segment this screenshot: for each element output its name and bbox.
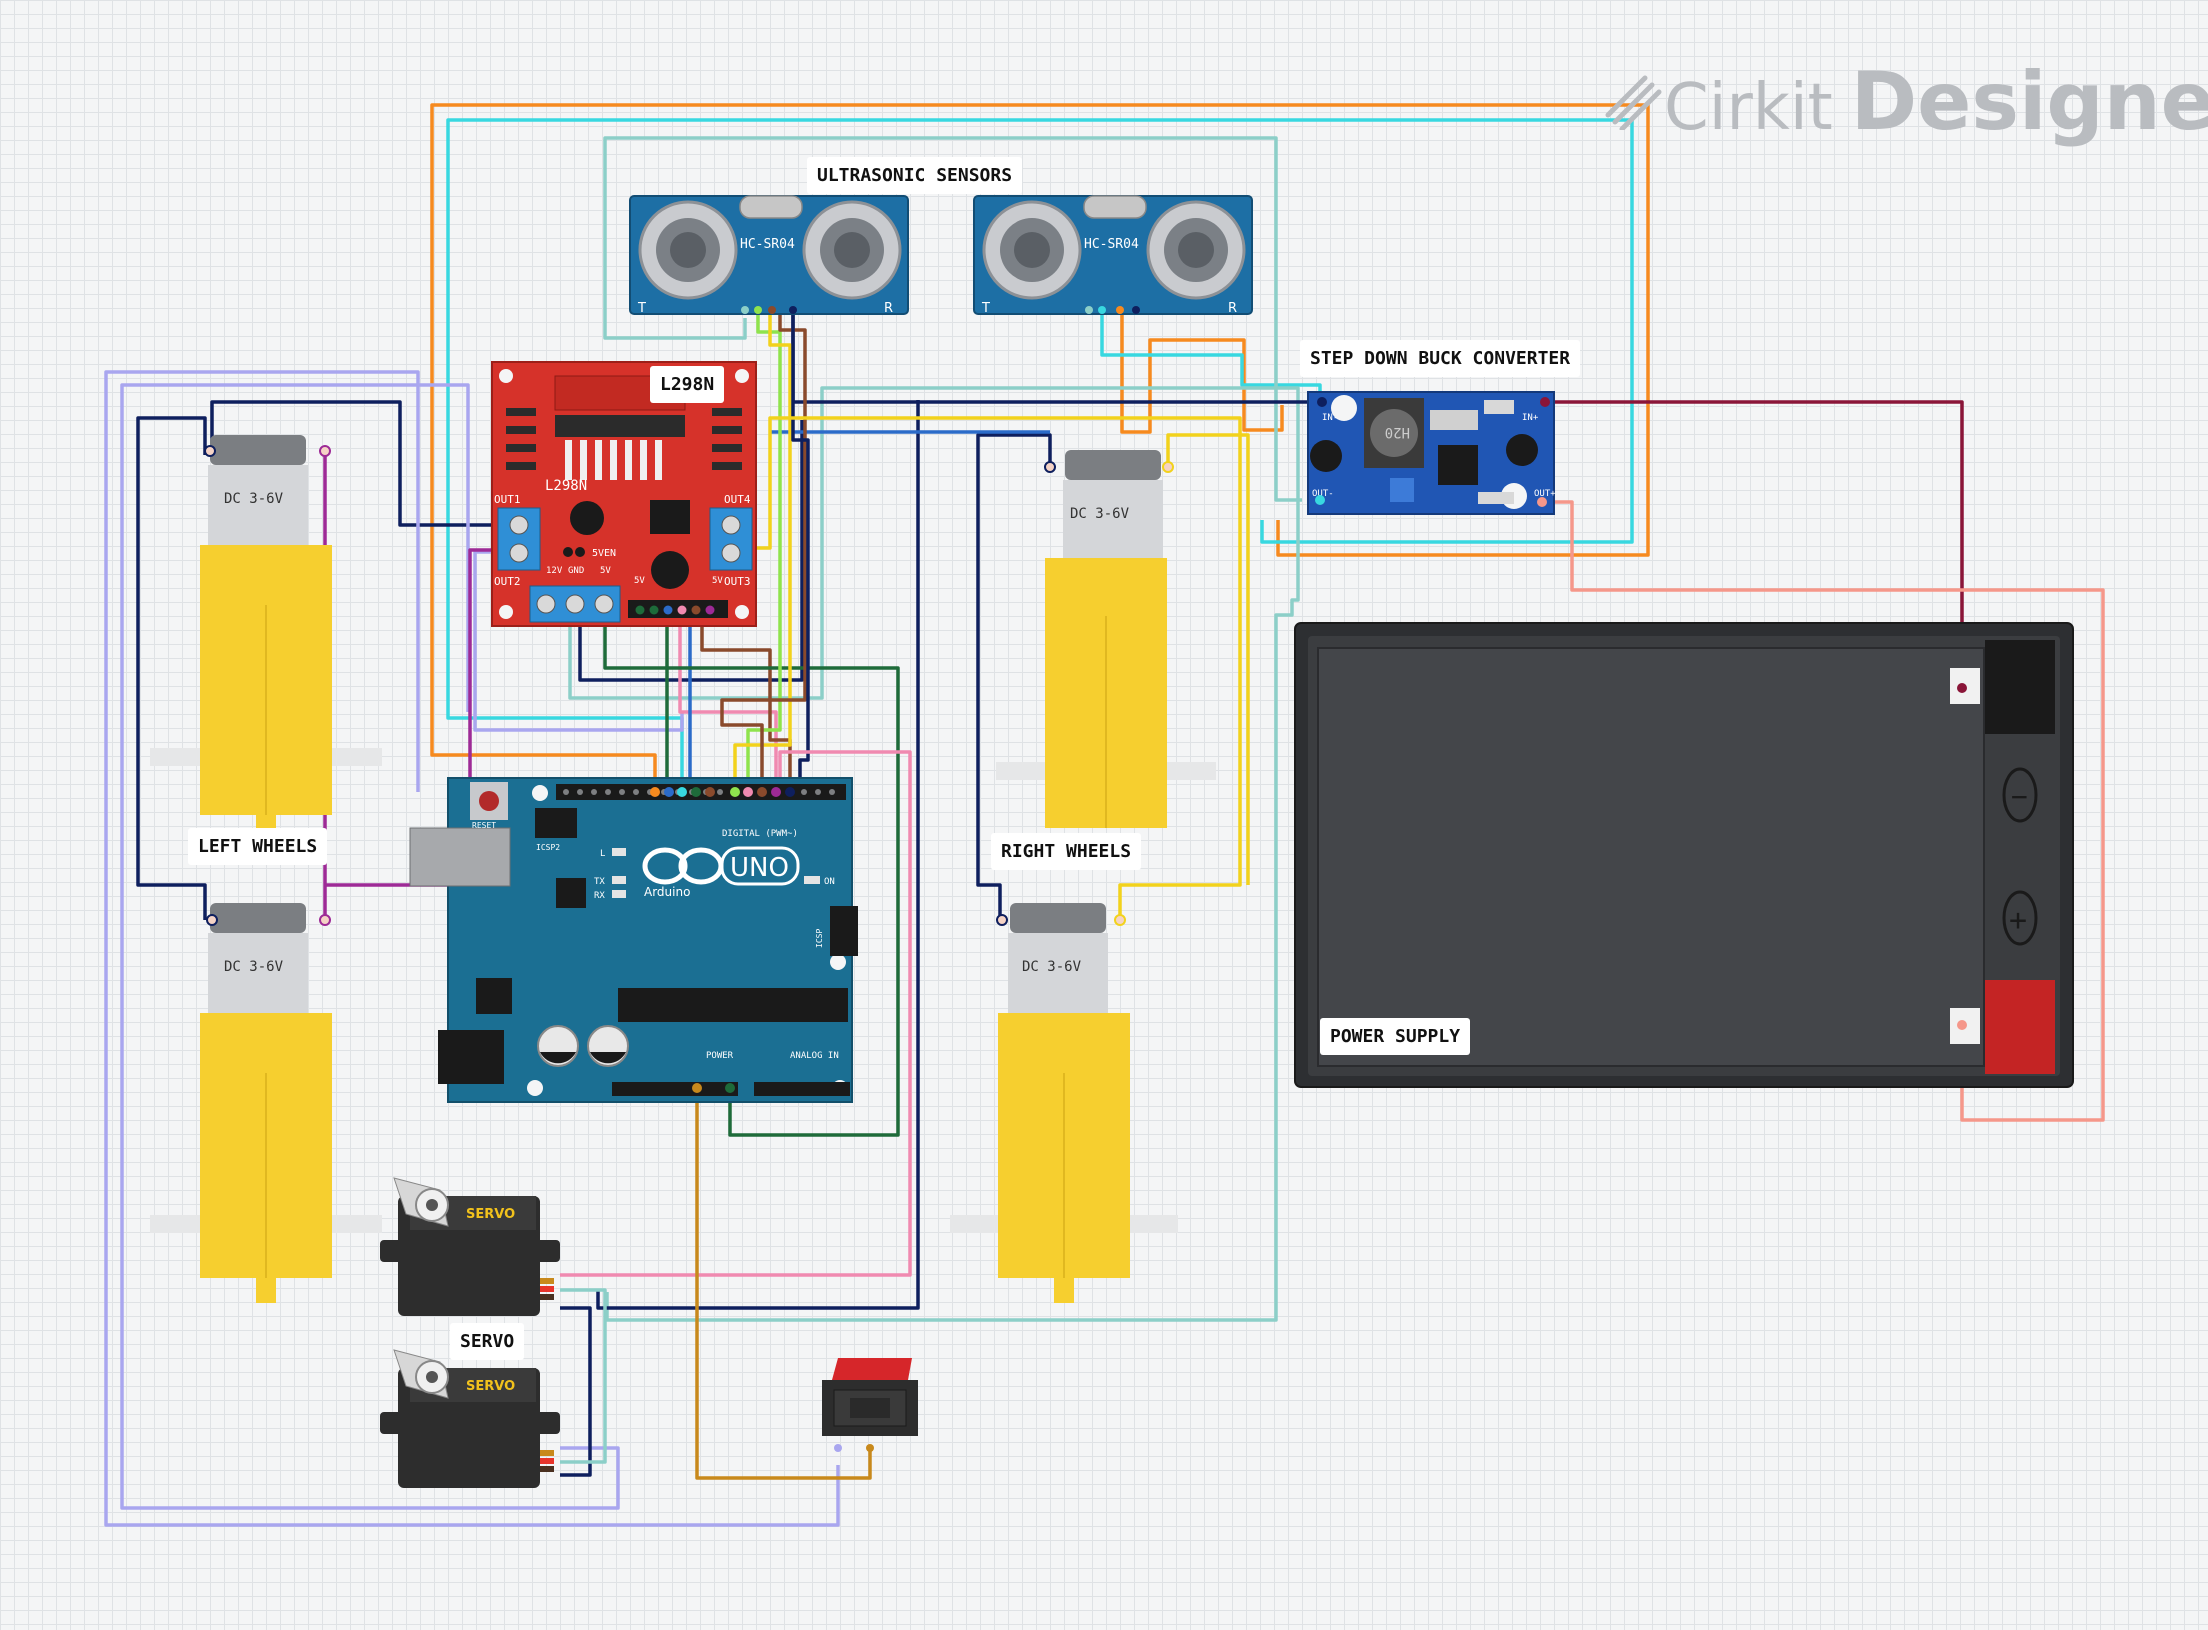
arduino-model: UNO xyxy=(730,853,789,883)
buck-converter[interactable]: H20 IN- IN+ OUT- OUT+ xyxy=(1307,391,1556,515)
label-power-supply: POWER SUPPLY xyxy=(1320,1018,1471,1055)
l298n-driver[interactable]: L298N OUT1 OUT2 OUT3 OUT4 5VEN 12V GND 5… xyxy=(491,361,757,627)
wire-sensor-yellow xyxy=(733,312,792,792)
label-servo: SERVO xyxy=(450,1323,525,1360)
motor-left-top[interactable]: DC 3-6V xyxy=(150,435,382,835)
l298n-12v: 12V xyxy=(546,566,563,576)
l298n-5v: 5V xyxy=(600,566,611,576)
wire-l298n-green2 xyxy=(603,610,900,1137)
l298n-out4: OUT4 xyxy=(724,493,751,506)
buck-inductor: H20 xyxy=(1385,424,1410,440)
wire-navy-buck xyxy=(596,400,920,1310)
wire-l298n-pink xyxy=(678,610,778,792)
battery[interactable]: − + xyxy=(1294,622,2074,1088)
arduino-brand: Arduino xyxy=(644,885,690,899)
motor-left-bottom[interactable]: DC 3-6V xyxy=(150,903,382,1303)
cirkit-designer-brand: CirkitDesigner xyxy=(1600,55,2208,148)
wire-cyan xyxy=(446,118,1634,792)
arduino-icsp-label: ICSP xyxy=(815,929,824,948)
l298n-out3: OUT3 xyxy=(724,575,751,588)
wire-maroon xyxy=(1545,400,1964,688)
ultrasonic-sensor-1[interactable]: HC-SR04 T R xyxy=(629,195,909,316)
battery-minus-symbol: − xyxy=(2011,780,2028,813)
wire-navy-left-motor xyxy=(210,400,512,527)
wire-orange xyxy=(430,103,1650,792)
buck-pin-out-plus: OUT+ xyxy=(1534,489,1556,499)
wire-pink-servo xyxy=(560,750,912,1277)
wire-sensor-brown xyxy=(720,312,807,792)
arduino-rx-label: RX xyxy=(594,891,605,901)
arduino-power-label: POWER xyxy=(706,1051,734,1061)
motor-left-top-text: DC 3-6V xyxy=(224,491,284,507)
arduino-uno[interactable]: RESET ICSP2 DIGITAL (PWM~) xyxy=(409,777,858,1103)
l298n-en-left: 5V xyxy=(634,576,645,586)
motor-right-top-text: DC 3-6V xyxy=(1070,506,1130,522)
wire-navy-left-loop xyxy=(136,416,207,920)
label-left-wheels: LEFT WHEELS xyxy=(188,828,328,865)
ultrasonic-sensor-2[interactable]: HC-SR04 T R xyxy=(973,195,1253,316)
arduino-on-label: ON xyxy=(824,877,835,887)
l298n-board-model: L298N xyxy=(545,478,587,494)
arduino-icsp2-label: ICSP2 xyxy=(536,843,560,852)
wire-sensor-lime xyxy=(746,312,782,792)
wire-yellow-right xyxy=(1166,433,1250,885)
motor-right-bottom[interactable]: DC 3-6V xyxy=(950,903,1178,1303)
servo-2-text: SERVO xyxy=(466,1379,515,1394)
l298n-gnd: GND xyxy=(568,566,584,576)
wire-servo-navy xyxy=(560,1306,592,1477)
label-ultrasonic-sensors: ULTRASONIC SENSORS xyxy=(807,157,1023,194)
motor-right-bottom-text: DC 3-6V xyxy=(1022,959,1082,975)
sensor1-t: T xyxy=(637,301,646,316)
wire-orange-sensor xyxy=(1120,312,1284,434)
arduino-digital-label: DIGITAL (PWM~) xyxy=(722,829,798,839)
rocker-switch[interactable] xyxy=(822,1358,918,1452)
l298n-5ven: 5VEN xyxy=(592,548,616,559)
wire-servo-teal xyxy=(560,1288,607,1464)
wire-gold-switch xyxy=(695,1088,872,1480)
sensor2-model: HC-SR04 xyxy=(1084,237,1139,252)
l298n-en-right: 5V xyxy=(712,576,723,586)
wire-yellow-l298n xyxy=(755,416,1242,920)
arduino-tx-label: TX xyxy=(594,877,605,887)
motor-left-bottom-text: DC 3-6V xyxy=(224,959,284,975)
servo-2[interactable]: SERVO xyxy=(380,1349,560,1488)
wires xyxy=(104,103,2105,1527)
motor-right-top[interactable]: DC 3-6V xyxy=(996,450,1216,828)
brand-name-bold: Designer xyxy=(1850,55,2208,148)
wire-teal-sensor xyxy=(603,136,1302,502)
l298n-out1: OUT1 xyxy=(494,493,521,506)
l298n-out2: OUT2 xyxy=(494,575,521,588)
buck-pin-in-plus: IN+ xyxy=(1522,413,1539,423)
wire-salmon xyxy=(1542,500,2105,1122)
servo-1-text: SERVO xyxy=(466,1207,515,1222)
buck-pin-out-minus: OUT- xyxy=(1312,489,1334,499)
arduino-analog-label: ANALOG IN xyxy=(790,1051,839,1061)
sensor1-model: HC-SR04 xyxy=(740,237,795,252)
sensor1-r: R xyxy=(884,301,893,316)
wire-lavender-l298n xyxy=(473,550,684,732)
wire-navy-right xyxy=(976,433,1052,920)
arduino-l-label: L xyxy=(600,849,605,859)
battery-plus-symbol: + xyxy=(2009,903,2027,938)
label-step-down-buck-converter: STEP DOWN BUCK CONVERTER xyxy=(1300,340,1581,377)
brand-name-light: Cirkit xyxy=(1664,71,1833,145)
wire-lavender-inner xyxy=(120,383,620,1510)
servo-1[interactable]: SERVO xyxy=(380,1177,560,1316)
label-right-wheels: RIGHT WHEELS xyxy=(991,833,1142,870)
label-l298n: L298N xyxy=(650,366,725,403)
sensor2-r: R xyxy=(1228,301,1237,316)
cirkit-logo-icon xyxy=(1605,75,1662,130)
wire-l298n-brown xyxy=(700,610,792,792)
wire-lavender-outer xyxy=(104,370,840,1527)
wire-cyan-sensor xyxy=(1100,312,1322,405)
sensor2-t: T xyxy=(981,301,990,316)
buck-pin-in-minus: IN- xyxy=(1322,413,1338,423)
arduino-reset-label: RESET xyxy=(472,821,496,830)
